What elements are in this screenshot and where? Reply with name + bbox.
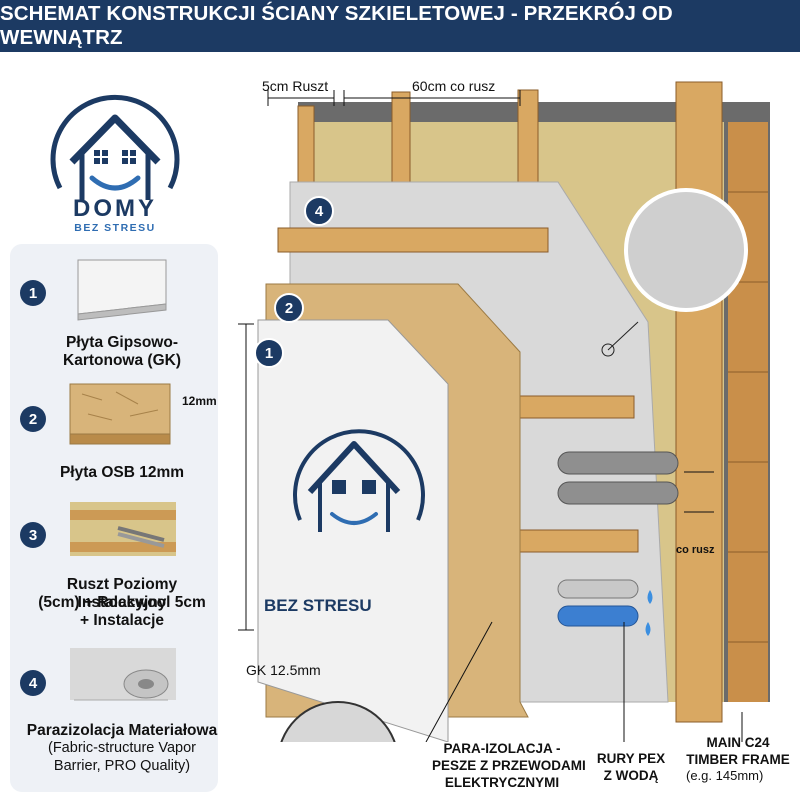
pex-callout-2: Z WODĄ <box>603 768 659 783</box>
vapor-callout-3: ELEKTRYCZNYMI <box>444 775 560 790</box>
spacing-dimension-label: 60cm co rusz <box>412 78 496 94</box>
legend-label-1b: Kartonowa (GK) <box>63 352 181 369</box>
pex-callout-1: RURY PEX <box>596 751 666 766</box>
gypsum-board <box>257 319 449 742</box>
water-drop-icon <box>647 590 653 604</box>
legend-panel: 1 Płyta Gipsowo- Kartonowa (GK) 2 12mm P… <box>10 244 218 792</box>
siding-boards <box>728 122 768 702</box>
membrane-magnifier <box>601 188 748 357</box>
page-title: SCHEMAT KONSTRUKCJI ŚCIANY SZKIELETOWEJ … <box>0 2 673 49</box>
legend-label-3a: Ruszt Poziomy Instalacyjny <box>66 576 178 611</box>
water-drop-icon <box>645 622 651 636</box>
legend-badge-3: 3 <box>20 522 46 548</box>
vapor-callout-2: PESZE Z PRZEWODAMI <box>432 758 586 773</box>
vapor-barrier-roll-thumbnail <box>70 648 176 701</box>
board-logo-icon <box>293 429 425 532</box>
gk-thickness-label: GK 12.5mm <box>246 662 321 678</box>
installation-batten-thumbnail <box>70 502 176 556</box>
legend-badge-2: 2 <box>20 406 46 432</box>
legend-label-3c: + Instalacje <box>79 612 164 629</box>
brand-subtitle: BEZ STRESU <box>74 222 156 234</box>
legend-sub-4b: Barrier, PRO Quality) <box>53 758 191 774</box>
osb-board-thumbnail <box>69 383 171 445</box>
layer-badge-1: 1 <box>254 338 284 368</box>
legend-label-2: Płyta OSB 12mm <box>59 464 185 481</box>
frame-callout-note: (e.g. 145mm) <box>686 768 764 783</box>
conduit-pipes <box>557 451 679 627</box>
osb-thickness-label: 12mm <box>182 394 217 408</box>
co-rusz-label: co rusz <box>676 544 715 556</box>
vapor-callout-1: PARA-IZOLACJA - <box>443 741 561 756</box>
frame-callout-2: TIMBER FRAME <box>686 752 790 767</box>
gypsum-board-thumbnail <box>77 259 167 321</box>
batten-dimension-label: 5cm Ruszt <box>262 78 329 94</box>
vapor-barrier-magnifier <box>280 701 396 742</box>
frame-callout-1: MAIN C24 <box>706 735 770 750</box>
main-timber-frame <box>675 81 723 723</box>
legend-label-4: Parazizolacja Materiałowa <box>26 722 218 739</box>
wall-cross-section-diagram <box>238 81 770 742</box>
legend-badge-1: 1 <box>20 280 46 306</box>
brand-name: DOMY <box>73 195 157 222</box>
dimension-lines <box>238 90 714 631</box>
page-header: SCHEMAT KONSTRUKCJI ŚCIANY SZKIELETOWEJ … <box>0 0 800 52</box>
layer-badge-4: 4 <box>304 196 334 226</box>
legend-label-1a: Płyta Gipsowo- <box>66 334 178 351</box>
layer-badge-2: 2 <box>274 293 304 323</box>
house-logo-icon <box>50 94 180 200</box>
callout-leaders <box>425 621 743 742</box>
legend-sub-4a: (Fabric-structure Vapor <box>48 740 196 756</box>
legend-label-3b: (5cm) + Rockwool 5cm <box>38 594 206 611</box>
legend-badge-4: 4 <box>20 670 46 696</box>
board-logo-text: BEZ STRESU <box>264 596 372 615</box>
